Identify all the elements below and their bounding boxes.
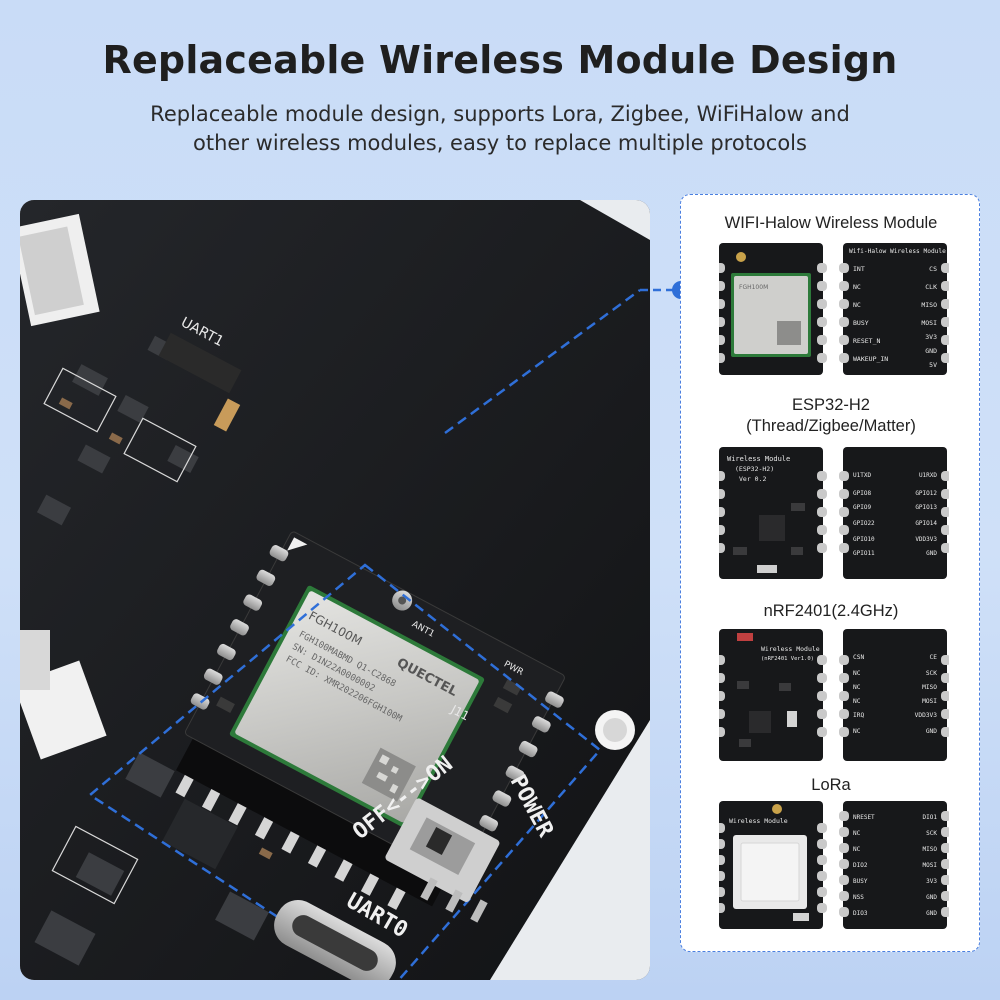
nrf-pin-left-6: NC [853,728,861,735]
nrf-pin-right-1: CE [930,654,938,661]
wifi-pin-left-4: BUSY [853,319,869,327]
module-highlight-box [87,563,602,980]
pin-header-top [158,332,242,432]
nrf-pin-left-5: IRQ [853,712,864,719]
silkscreen-outlines [43,367,197,905]
nrf-pin-right-4: MOSI [922,698,937,705]
wifi-back-header: Wifi-Halow Wireless Module [849,248,946,255]
module-title-esp32-h2: ESP32-H2 (Thread/Zigbee/Matter) [681,395,981,437]
wifi-pin-left-5: RESET_N [853,337,880,345]
wifi-pin-right-6: GND [925,347,937,355]
lora-pin-left-7: DIO3 [853,910,868,917]
subtitle-line-1: Replaceable module design, supports Lora… [150,102,850,126]
power-switch [385,798,500,923]
wifi-pin-right-2: CLK [925,283,937,291]
esp32-pin-left-4: GPIO22 [853,520,875,527]
wifi-pin-left-6: WAKEUP_IN [853,355,888,363]
nrf-front-header: Wireless Module [761,645,820,653]
wifi-pin-right-1: CS [929,265,937,273]
subtitle-line-2: other wireless modules, easy to replace … [193,131,807,155]
esp32-front-ver: Ver 0.2 [739,475,766,483]
lora-pin-right-1: DIO1 [923,814,938,821]
esp32-pin-left-6: GPIO11 [853,550,875,557]
wifi-pin-right-7: 5V [929,361,937,369]
nrf-front-sub: (nRF2401 Ver1.0) [761,656,814,662]
esp32-pin-left-2: GPIO8 [853,490,871,497]
module-wifi-halow-front: FGH100M [719,243,827,375]
usb-c-port [274,900,396,980]
module-wifi-halow: FGH100M Wifi-Halow Wireless Module INT N… [719,243,949,375]
esp32-pin-left-1: U1TXD [853,472,871,479]
module-title-nrf2401: nRF2401(2.4GHz) [763,602,899,620]
wifi-pin-left-2: NC [853,283,861,291]
module-nrf2401-front: Wireless Module (nRF2401 Ver1.0) [719,629,827,761]
ffc-connector-top [20,213,100,327]
lora-pin-left-2: NC [853,830,861,837]
page-title: Replaceable Wireless Module Design [102,38,898,82]
lora-pin-right-4: MOSI [923,862,938,869]
wifi-pin-right-3: MISO [921,301,937,309]
lora-pin-right-7: GND [926,910,937,917]
nrf-pin-right-5: VDD3V3 [915,712,938,719]
lora-pin-left-5: BUSY [853,878,868,885]
module-title-esp32-line-1: ESP32-H2 [792,396,870,414]
module-title-lora: LoRa [811,776,851,794]
nrf-pin-left-2: NC [853,670,861,677]
module-lora-back: NRESET NC NC DIO2 BUSY NSS DIO3 DIO1 SCK… [839,801,949,929]
lora-pin-right-3: MISO [923,846,938,853]
wireless-module-stack: QUECTEL FGH100M FGH100MABMD Q1-C2868 SN:… [175,531,565,910]
wifi-pin-right-5: 3V3 [925,333,937,341]
page-subtitle: Replaceable module design, supports Lora… [0,100,1000,158]
ffc-connector-left [20,630,107,760]
esp32-pin-right-5: VDD3V3 [915,536,937,543]
esp32-front-sub: (ESP32-H2) [735,465,774,473]
nrf-pin-left-3: NC [853,684,861,691]
nrf-pin-left-1: CSN [853,654,864,661]
module-title-esp32-line-2: (Thread/Zigbee/Matter) [746,417,916,435]
rf-shield [235,591,479,823]
module-title-wifi-halow: WIFI-Halow Wireless Module [724,214,938,232]
lora-pin-left-6: NSS [853,894,864,901]
lora-pin-left-3: NC [853,846,861,853]
nrf-pin-right-6: GND [926,728,937,735]
module-lora: Wireless Module NRESET NC NC DIO2 BUSY N… [719,801,949,929]
esp32-front-header: Wireless Module [727,455,790,463]
module-nrf2401: Wireless Module (nRF2401 Ver1.0) CSN NC … [719,629,949,761]
board-photo: UART1 [20,200,650,980]
nrf-pin-left-4: NC [853,698,861,705]
lora-pin-right-2: SCK [926,830,937,837]
lora-pin-right-6: GND [926,894,937,901]
module-wifi-halow-back: Wifi-Halow Wireless Module INT NC NC BUS… [839,243,949,375]
nrf-pin-right-3: MISO [922,684,937,691]
esp32-pin-right-6: GND [926,550,937,557]
esp32-pin-right-1: U1RXD [919,472,937,479]
lora-pin-right-5: 3V3 [926,878,937,885]
wifi-pin-left-3: NC [853,301,861,309]
esp32-pin-right-4: GPIO14 [915,520,937,527]
esp32-pin-left-3: GPIO9 [853,504,871,511]
module-esp32-back: U1TXD GPIO8 GPIO9 GPIO22 GPIO10 GPIO11 U… [839,447,949,579]
nrf-pin-right-2: SCK [926,670,937,677]
esp32-pin-right-2: GPIO12 [915,490,937,497]
esp32-pin-right-3: GPIO13 [915,504,937,511]
module-esp32-h2: Wireless Module (ESP32-H2) Ver 0.2 U1TXD… [719,447,949,579]
wifi-pin-left-1: INT [853,265,865,273]
module-esp32-front: Wireless Module (ESP32-H2) Ver 0.2 [719,447,827,579]
lora-pin-left-1: NRESET [853,814,875,821]
wifi-pin-right-4: MOSI [921,319,937,327]
lora-pin-left-4: DIO2 [853,862,868,869]
module-nrf2401-back: CSN NC NC NC IRQ NC CE SCK MISO MOSI VDD… [839,629,949,761]
modules-panel: WIFI-Halow Wireless Module FGH100M [680,194,980,952]
wifi-front-chip-text: FGH100M [739,284,768,291]
lora-front-header: Wireless Module [729,817,788,825]
esp32-pin-left-5: GPIO10 [853,536,875,543]
module-lora-front: Wireless Module [719,801,827,929]
board-illustration: UART1 [20,200,650,980]
